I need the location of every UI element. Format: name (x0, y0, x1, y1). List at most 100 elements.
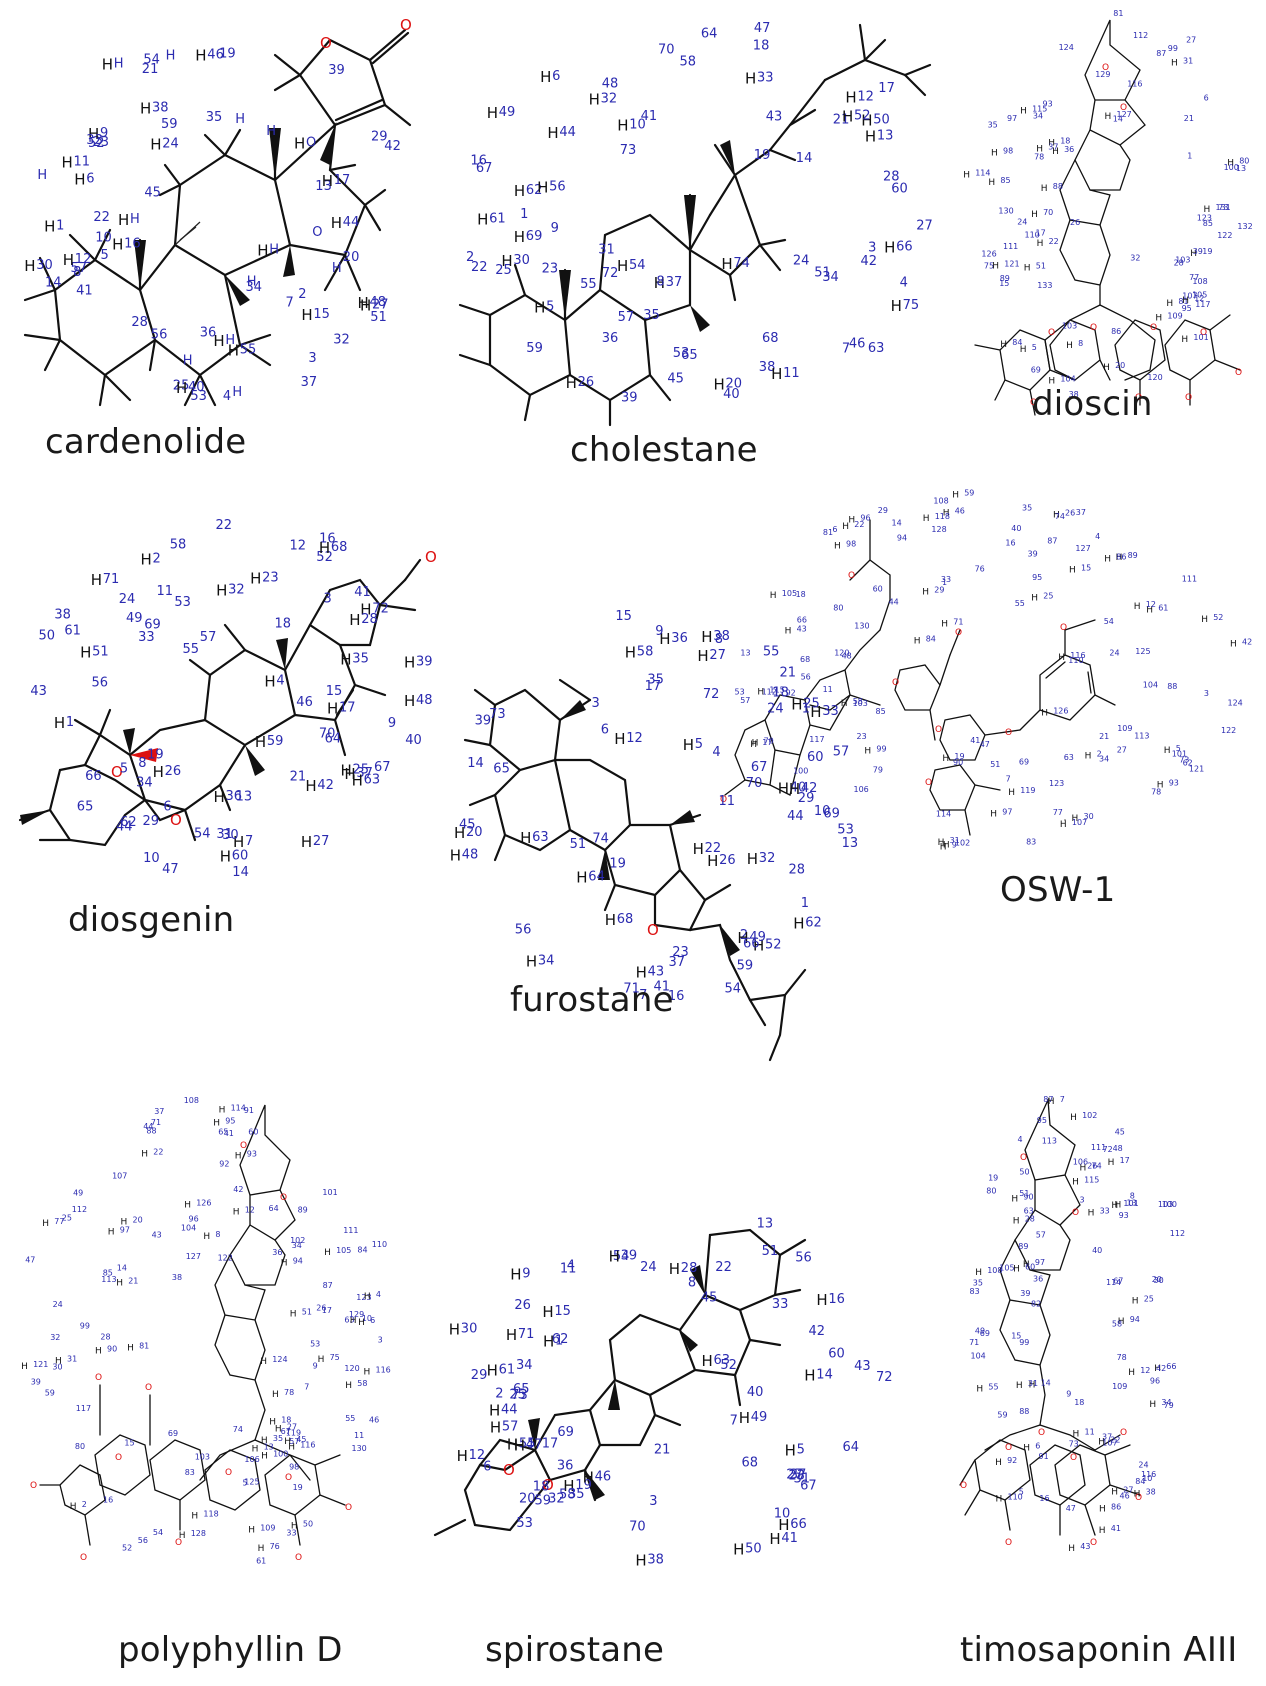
atom-number: 108 (1192, 277, 1207, 286)
atom-number: 4 (376, 1290, 381, 1299)
atom-number: 25 (509, 1387, 526, 1402)
atom-number: 7 (639, 988, 647, 1003)
atom-number: 15 (1081, 563, 1091, 572)
hydrogen-symbol: H (322, 172, 333, 190)
atom-number: 37 (154, 1107, 164, 1116)
atom-number: 77 (54, 1217, 64, 1226)
atom-number: 46 (207, 48, 224, 63)
atom-number: 24 (1109, 649, 1119, 658)
hydrogen-symbol: H (1155, 314, 1162, 324)
atom-number: 4 (1095, 532, 1100, 541)
atom-number: 90 (953, 758, 963, 767)
hydrogen-symbol: H (1099, 1526, 1106, 1536)
hydrogen-symbol: H (1023, 1444, 1030, 1454)
atom-number: 114 (936, 810, 951, 819)
atom-number: 116 (300, 1441, 315, 1450)
atom-number: 39 (31, 1377, 41, 1386)
atom-number: 7 (286, 296, 294, 311)
atom-number: 55 (519, 1437, 536, 1452)
hydrogen-symbol: H (179, 1531, 186, 1541)
atom-number: 3 (592, 696, 600, 711)
atom-number: 109 (1117, 724, 1132, 733)
hydrogen-symbol: H (62, 154, 73, 172)
atom-number: 38 (759, 360, 776, 375)
atom-number: 26 (165, 764, 182, 779)
atom-number: 12 (1140, 1366, 1150, 1375)
hydrogen-symbol: H (235, 1151, 242, 1161)
hydrogen-symbol: H (257, 242, 268, 260)
atom-number: 48 (462, 848, 479, 863)
atom-number: 35 (273, 1434, 283, 1443)
atom-number: 9 (1066, 1390, 1071, 1399)
atom-number: 17 (1120, 1156, 1130, 1165)
atom-number: 60 (248, 1128, 258, 1137)
atom-number: 63 (868, 341, 885, 356)
atom-number: 112 (1170, 1229, 1185, 1238)
atom-number: 109 (260, 1523, 275, 1532)
hydrogen-symbol: H (636, 964, 647, 982)
atom-number: H (183, 354, 193, 369)
atom-number: 101 (1123, 1199, 1138, 1208)
atom-number: H (269, 243, 279, 258)
atom-number: 93 (247, 1149, 257, 1158)
atom-number: 7 (730, 1413, 738, 1428)
atom-number: H (166, 49, 176, 64)
atom-number: 65 (681, 348, 698, 363)
atom-number: 18 (796, 590, 806, 599)
svg-text:O: O (925, 778, 932, 788)
atom-number: 46 (369, 1415, 379, 1424)
hydrogen-symbol: H (995, 1458, 1002, 1468)
atom-number: 48 (602, 76, 619, 91)
hydrogen-symbol: H (534, 299, 545, 317)
atom-number: 19 (754, 148, 771, 163)
hydrogen-symbol: H (352, 771, 363, 789)
atom-number: 92 (219, 1159, 229, 1168)
atom-number: 28 (883, 169, 900, 184)
hydrogen-symbol: H (305, 777, 316, 795)
atom-number: 38 (54, 608, 71, 623)
atom-number: 84 (926, 634, 936, 643)
atom-number: 52 (854, 108, 871, 123)
atom-number: 2 (466, 250, 474, 265)
atom-number: 59 (997, 1410, 1007, 1419)
hydrogen-symbol: H (324, 1248, 331, 1258)
hydrogen-symbol: H (358, 1318, 365, 1328)
atom-number: 105 (999, 1264, 1014, 1273)
atom-number: 109 (1167, 312, 1182, 321)
atom-number: 41 (1111, 1524, 1121, 1533)
atom-number: 56 (801, 672, 811, 681)
atom-number: 127 (1075, 544, 1090, 553)
atom-number: 113 (1134, 732, 1149, 741)
atom-number: 59 (964, 489, 974, 498)
atom-number: 94 (897, 534, 907, 543)
atom-number: 42 (801, 781, 818, 796)
atom-number: 60 (891, 181, 908, 196)
molecule-name: diosgenin (68, 900, 235, 940)
atom-number: 66 (85, 769, 102, 784)
svg-text:O: O (80, 1553, 87, 1563)
atom-number: 24 (1138, 1461, 1148, 1470)
atom-number: 34 (292, 1241, 302, 1250)
atom-number: 100 (273, 1450, 288, 1459)
atom-number: 85 (1203, 219, 1213, 228)
hydrogen-symbol: H (842, 522, 849, 532)
atom-number: 38 (1069, 390, 1079, 399)
hydrogen-symbol: H (360, 297, 371, 315)
structure-cardenolide: O O (23, 16, 412, 407)
hydrogen-symbol: H (318, 1355, 325, 1365)
hydrogen-symbol: H (540, 68, 551, 86)
atom-number: 87 (1047, 537, 1057, 546)
atom-number: 69 (980, 1329, 990, 1338)
hydrogen-symbol: H (1058, 653, 1065, 663)
atom-number: 122 (218, 1253, 233, 1262)
svg-text:O: O (1200, 328, 1207, 338)
atom-number: 36 (226, 789, 243, 804)
atom-number: 19 (293, 1483, 303, 1492)
atom-number: 33 (86, 133, 103, 148)
atom-number: 104 (971, 1352, 986, 1361)
atom-number: 28 (1025, 1215, 1035, 1224)
atom-number: 40 (747, 1385, 764, 1400)
atom-number: 50 (1019, 1168, 1029, 1177)
atom-number: 32 (50, 1333, 60, 1342)
